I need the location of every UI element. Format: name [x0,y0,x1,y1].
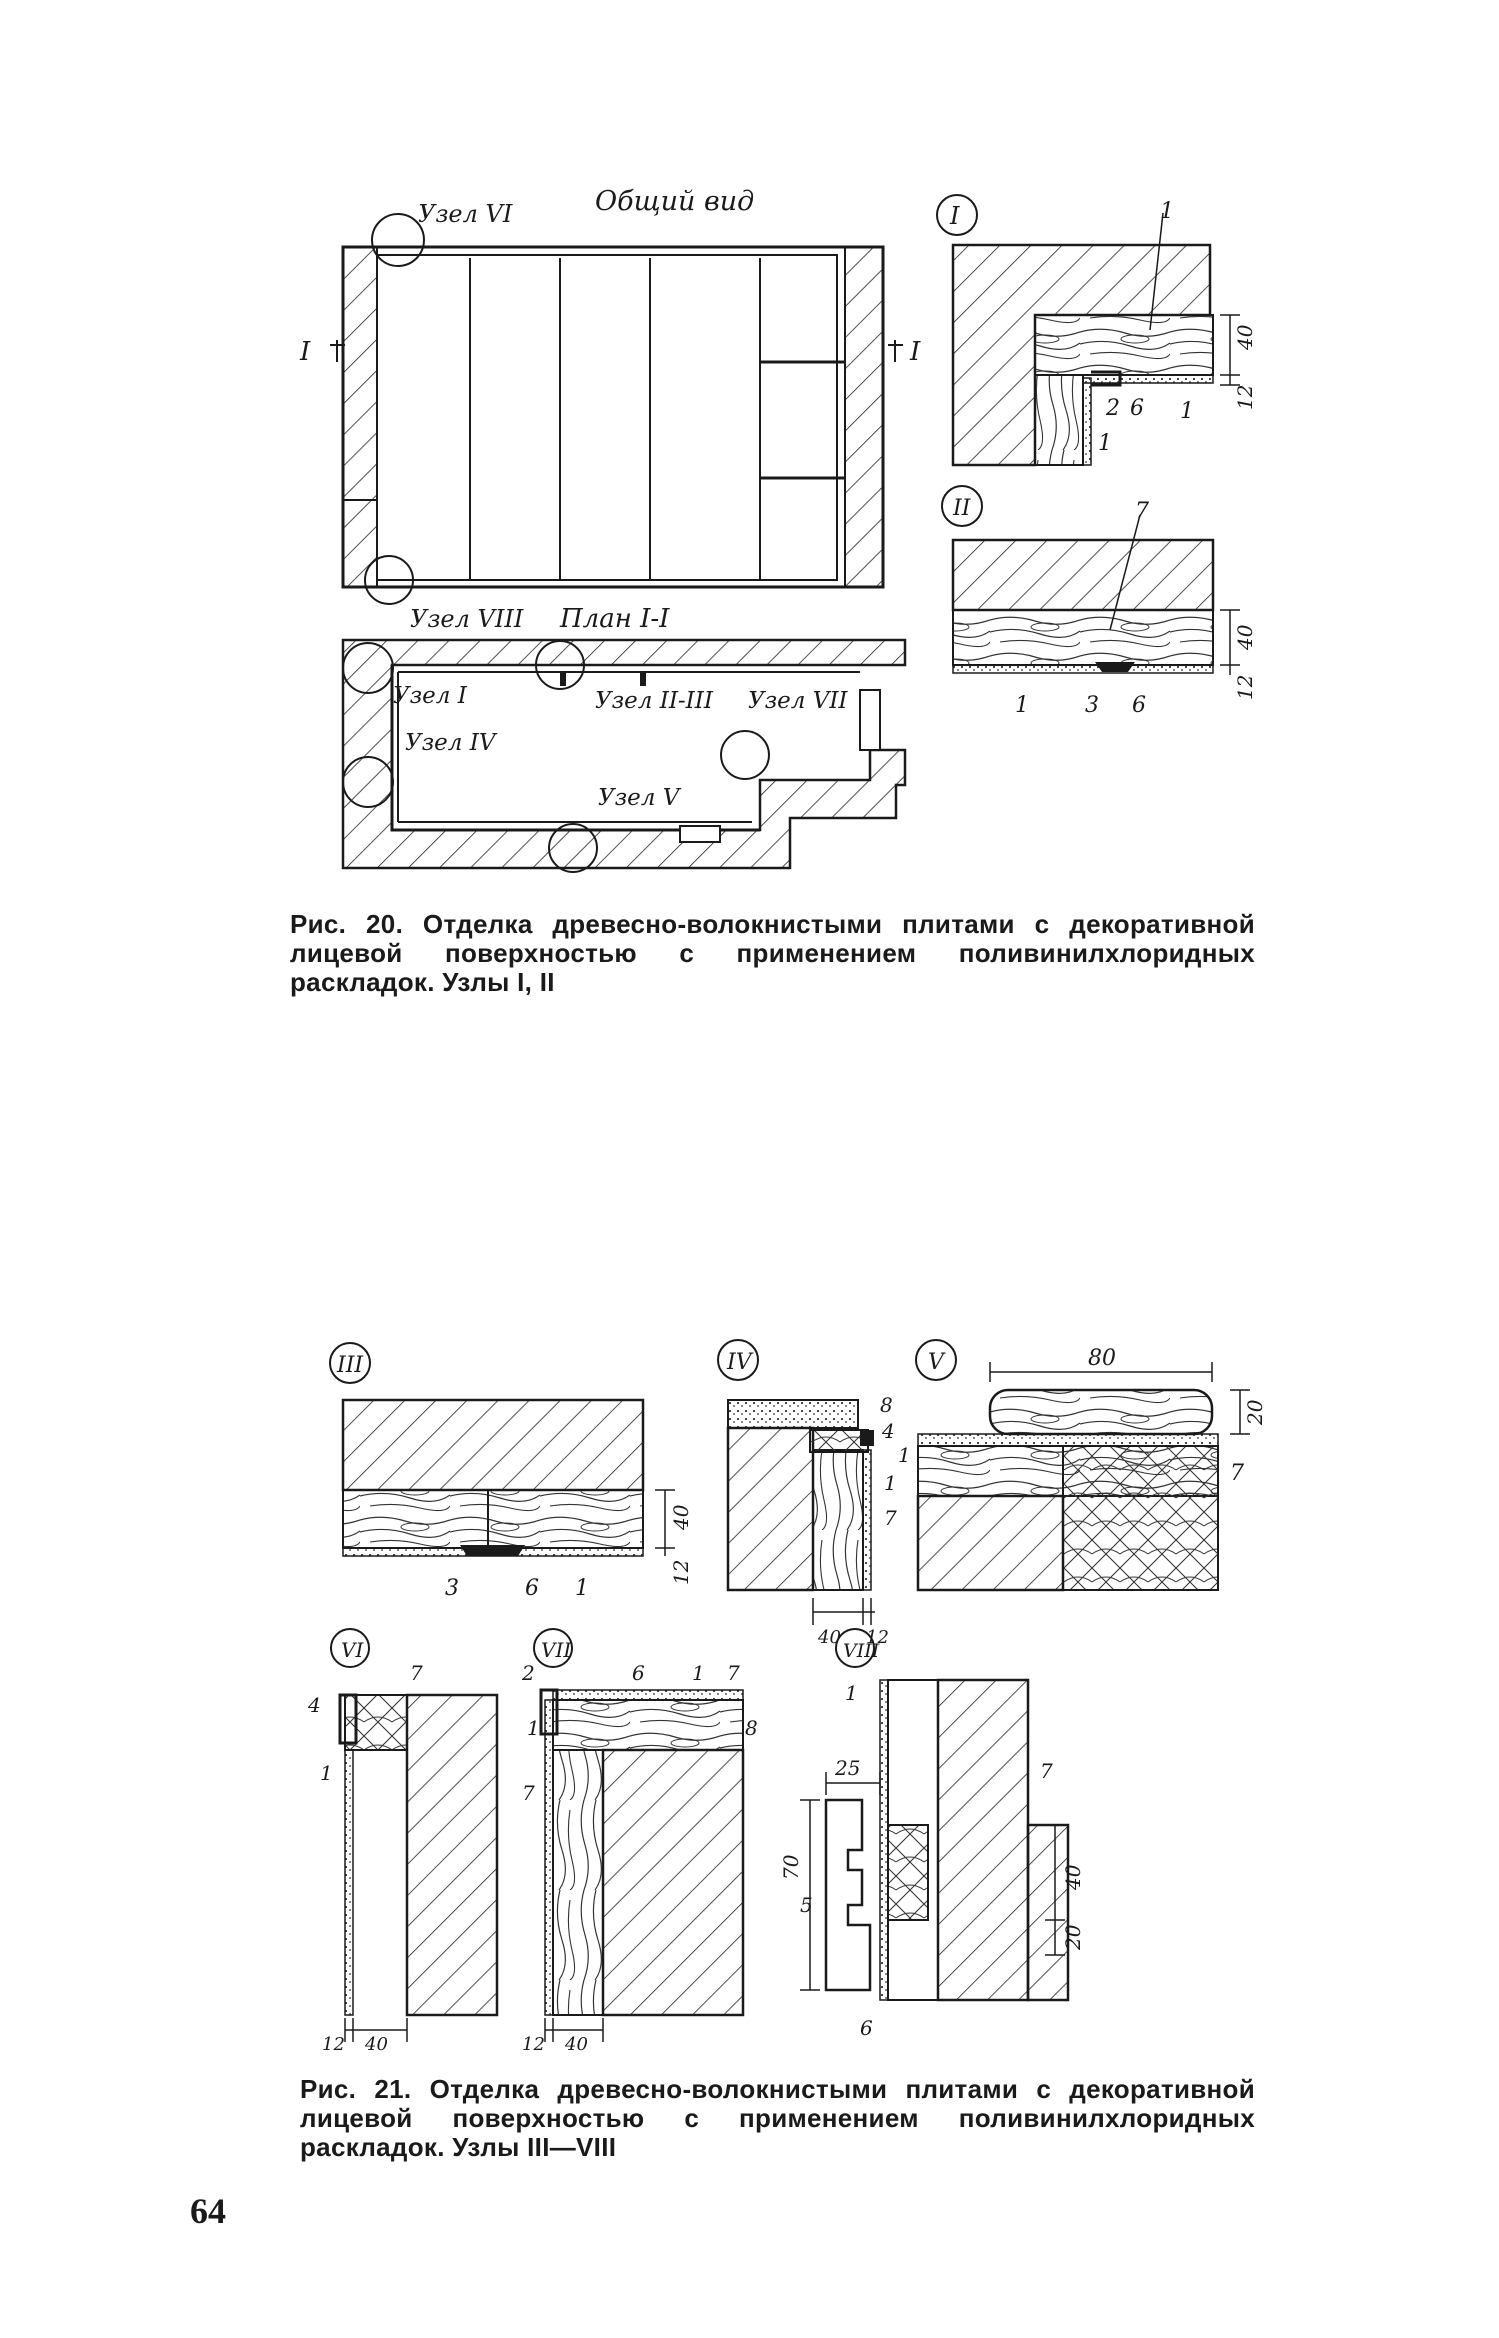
detail-II-callout-6: 6 [1132,693,1146,718]
detail-VII-callout-8: 8 [745,1716,758,1740]
detail-II-callout-1: 1 [1015,693,1029,718]
detail-III-marker: III [336,1353,364,1378]
detail-VI-marker: VI [341,1638,364,1662]
detail-I [936,194,1240,467]
page-number: 64 [190,2191,226,2231]
detail-VI-callout-4: 4 [307,1693,321,1717]
section-mark-right: I [909,337,921,367]
figure-21-caption: Рис. 21. Отделка древесно-волокнистыми п… [300,2074,1255,2162]
detail-VIII-dim-40: 40 [1061,1864,1085,1891]
detail-IV-marker: IV [726,1350,754,1375]
detail-VI-dim-12: 12 [322,2034,345,2055]
detail-VII-dim-40: 40 [564,2034,588,2055]
general-view-elevation [330,213,903,605]
detail-VIII-dim-70: 70 [779,1854,803,1880]
detail-I-marker: I [949,202,960,230]
detail-II-dim-40: 40 [1233,624,1257,651]
detail-VII-callout-1: 1 [692,1661,705,1685]
detail-I-callout-1c: 1 [1098,431,1112,456]
node-label-plan-5: Узел V [598,785,682,811]
detail-IV-callout-7: 7 [884,1506,897,1530]
detail-IV-callout-4: 4 [881,1419,895,1443]
plan-title: План I-I [559,604,670,634]
detail-I-callout-6: 6 [1130,396,1144,421]
detail-VIII-callout-5: 5 [800,1893,813,1917]
node-label-bottom-left: Узел VIII [410,605,524,633]
detail-II [941,485,1240,675]
general-view-title: Общий вид [595,186,754,217]
detail-II-callout-7: 7 [1135,499,1149,524]
detail-VI-callout-1: 1 [320,1761,333,1785]
section-mark-left: I [299,337,311,367]
detail-V [915,1339,1250,1592]
detail-VII-callout-7: 7 [727,1661,740,1685]
detail-VI-dim-40: 40 [364,2034,388,2055]
detail-VII [533,1628,745,2042]
detail-III-dim-40: 40 [669,1504,693,1531]
detail-I-callout-2: 2 [1105,396,1120,421]
node-label-plan-2-3: Узел II-III [595,688,714,714]
node-label-plan-7: Узел VII [748,688,848,714]
detail-VI [330,1628,499,2042]
node-label-plan-1: Узел I [393,683,468,709]
detail-III [329,1342,675,1557]
detail-III-dim-12: 12 [669,1560,693,1585]
detail-III-callout-3: 3 [445,1576,459,1601]
detail-VII-callout-6: 6 [632,1661,645,1685]
detail-VIII-dim-25: 25 [834,1756,860,1780]
detail-IV-callout-1: 1 [884,1471,897,1495]
detail-VIII-callout-7: 7 [1040,1759,1053,1783]
detail-V-callout-7: 7 [1230,1461,1244,1486]
detail-II-dim-12: 12 [1233,675,1257,700]
detail-IV-dim-12: 12 [866,1627,889,1648]
detail-VI-callout-7: 7 [410,1661,423,1685]
detail-VII-marker: VII [541,1638,572,1662]
detail-II-marker: II [952,496,972,521]
detail-VIII-callout-1: 1 [845,1681,858,1705]
detail-V-callout-1: 1 [898,1443,911,1467]
detail-VIII-callout-6: 6 [860,2016,873,2040]
detail-VII-callout-2: 2 [521,1661,535,1685]
detail-III-callout-6: 6 [525,1576,539,1601]
node-label-plan-4: Узел IV [405,730,498,756]
detail-VII-callout-7b: 7 [522,1781,535,1805]
node-label-top-left: Узел VI [418,200,513,228]
detail-II-callout-3: 3 [1085,693,1099,718]
figure-20-caption: Рис. 20. Отделка древесно-волокнистыми п… [290,909,1255,997]
detail-I-callout-1: 1 [1160,199,1174,224]
detail-VIII [800,1628,1070,2002]
detail-VIII-dim-20: 20 [1061,1924,1085,1951]
detail-VII-dim-12: 12 [522,2034,545,2055]
detail-I-dim-12: 12 [1233,385,1257,410]
detail-IV-dim-40: 40 [817,1627,841,1648]
detail-IV [717,1339,875,1625]
detail-V-marker: V [928,1350,946,1375]
plan-section [341,638,907,873]
detail-VIII-marker: VIII [843,1640,880,1662]
detail-IV-callout-8: 8 [880,1393,893,1417]
detail-VII-callout-1b: 1 [527,1716,540,1740]
detail-V-dim-80: 80 [1088,1346,1116,1371]
detail-V-dim-20: 20 [1243,1399,1267,1426]
detail-III-callout-1: 1 [575,1576,589,1601]
detail-I-callout-1b: 1 [1180,399,1194,424]
detail-I-dim-40: 40 [1233,324,1257,351]
